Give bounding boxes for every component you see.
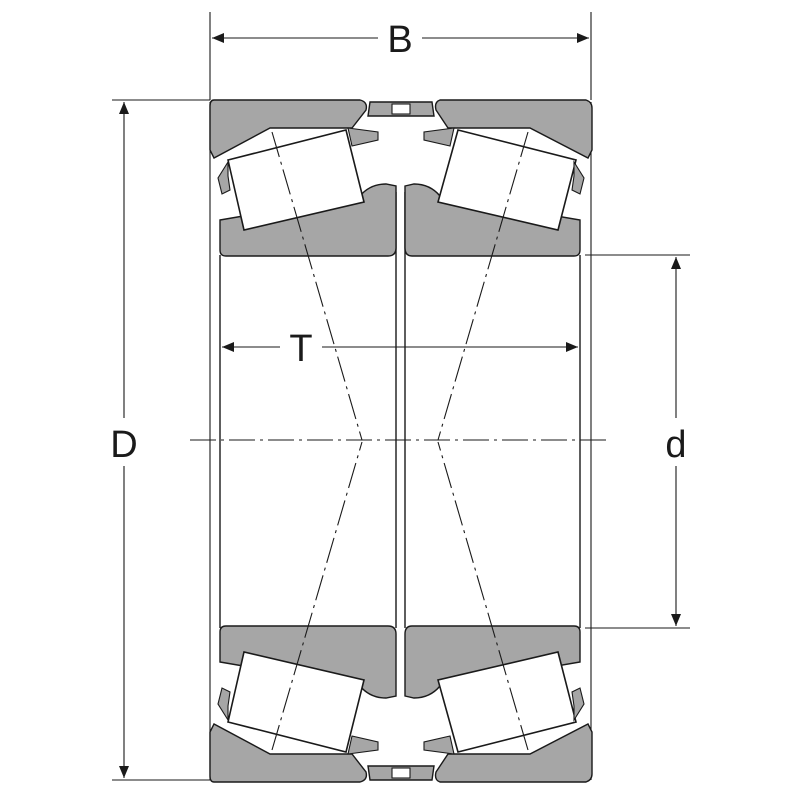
roller-top-left [227,129,365,231]
outer-ring-right [434,99,593,159]
cage-top-right [423,127,585,195]
dimension-t: T [222,328,578,370]
label-D: D [110,424,137,466]
outer-ring-left [209,99,368,159]
bottom-section [209,441,593,783]
dimension-d-bore: d [585,254,690,629]
label-d: d [665,424,686,466]
roller-top-right [437,129,577,231]
label-b: B [387,19,412,61]
bore-outline [209,102,592,780]
cage-top-left [217,127,379,195]
label-T: T [289,328,312,370]
top-section [209,99,593,441]
dimension-d-outer: D [110,99,210,781]
dimension-b: B [209,12,592,100]
